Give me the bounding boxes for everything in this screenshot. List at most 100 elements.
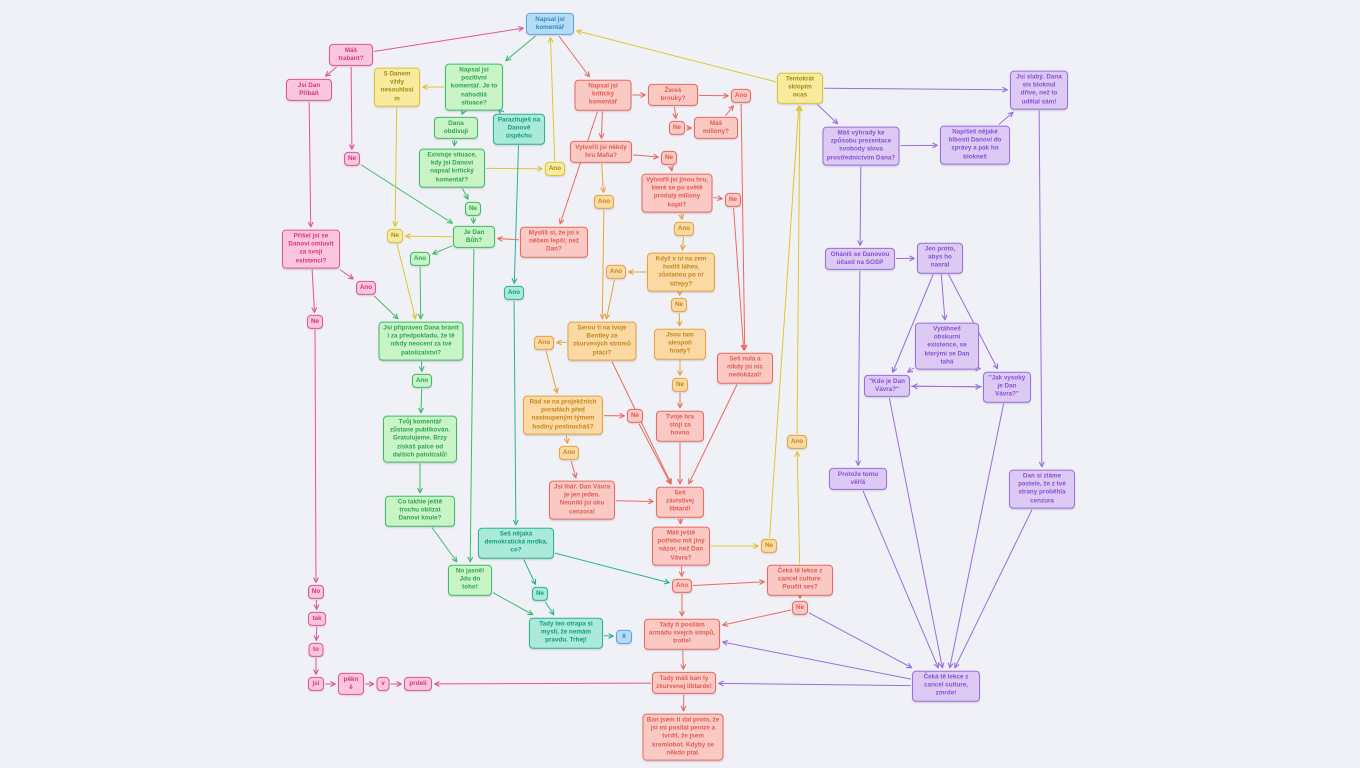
flow-node-ne-o1[interactable]: Ne <box>671 297 687 313</box>
flow-node-buh[interactable]: Je Dan Bůh? <box>453 225 495 249</box>
flow-node-ano-t[interactable]: Ano <box>504 285 524 301</box>
flow-node-ano-o4[interactable]: Ano <box>534 335 554 351</box>
flow-node-ne-o3[interactable]: Ne <box>761 538 777 554</box>
flow-node-ano-o5[interactable]: Ano <box>559 445 579 461</box>
flow-node-ne-r1[interactable]: Ne <box>669 120 685 136</box>
flow-node-slaby[interactable]: Jsi slabý. Dana sis bloknul dříve, než t… <box>1010 70 1068 110</box>
flow-node-nasral[interactable]: Jen proto, abys ho nasral <box>917 242 963 274</box>
flow-node-branit[interactable]: Jsi připraven Dana bránit i za předpokla… <box>378 321 464 361</box>
flow-edge-ne-r4-libtard <box>638 423 672 485</box>
flow-node-lepsi[interactable]: Myslíš si, že jsi v něčem lepší, než Dan… <box>520 226 588 258</box>
flow-node-hovno[interactable]: Tvoje hra stojí za hovno <box>656 410 704 442</box>
flow-node-ano-r1[interactable]: Ano <box>731 88 751 104</box>
flow-node-nula[interactable]: Seš nula a nikdy jsi nic nedokázal! <box>717 352 773 384</box>
flow-node-jiny-nazor[interactable]: Máš ještě potřebu mít jiný názor, než Da… <box>652 526 710 566</box>
flow-node-poucit[interactable]: Čeká tě lekce z cancel culture. Poučit s… <box>767 564 833 596</box>
flow-edge-sosp-veris <box>855 270 862 466</box>
flow-node-ne-o2[interactable]: Ne <box>672 377 688 393</box>
flow-node-mrdka[interactable]: Seš nějaká demokratická mrdka, co? <box>478 527 554 559</box>
flow-node-sosp[interactable]: Oháníš se Danovou účastí na SOSP <box>825 247 895 271</box>
flow-node-lahev[interactable]: Když v ní na zem hodíš láhev, zůstanou p… <box>647 252 715 292</box>
flow-node-trabant[interactable]: Máš trabant? <box>329 43 373 67</box>
flow-node-tak[interactable]: tak <box>308 611 326 627</box>
flow-node-ne-g[interactable]: Ne <box>465 201 481 217</box>
flow-edge-trabant-priban <box>324 66 337 77</box>
flow-node-sdanem[interactable]: S Danem vždy nesouhlasím <box>374 67 420 107</box>
flow-node-ne-r2[interactable]: Ne <box>661 150 677 166</box>
flow-edge-porady-ano-o5 <box>563 435 570 444</box>
flow-node-omluvit[interactable]: Přišel jsi se Danovi omluvit za svoji ex… <box>282 229 340 269</box>
flow-edge-parazit-ano-t <box>511 145 519 284</box>
flow-edge-nasral-obskurni <box>940 274 948 321</box>
flow-node-ano-o6[interactable]: Ano <box>787 434 807 450</box>
flow-node-ano1[interactable]: Ano <box>356 280 376 296</box>
flow-node-no[interactable]: No <box>308 584 324 600</box>
flow-edge-zmrde-ban <box>718 680 912 687</box>
flow-edge-simpove-ban <box>680 650 687 670</box>
flow-node-ano-g1[interactable]: Ano <box>410 251 430 267</box>
flow-node-vyhrady[interactable]: Máš výhrady ke způsobu prezentace svobod… <box>822 126 900 166</box>
flow-node-tentokrat[interactable]: Tentokrát sklopím ocas <box>777 72 823 104</box>
flow-edge-kdo-vavra-zmrde <box>888 397 945 669</box>
flow-node-ban[interactable]: Tady máš ban ty zkurvenej libtarde! <box>652 671 716 695</box>
flow-node-ano-y[interactable]: Ano <box>545 161 565 177</box>
flow-node-napsal[interactable]: Napsal jsi komentář <box>526 12 574 36</box>
flow-node-libtard[interactable]: Seš závistivej libtard! <box>656 486 704 518</box>
flow-node-to[interactable]: to <box>308 642 324 658</box>
flow-node-pastele[interactable]: Dan si zláme pastele, že z tvé strany pr… <box>1009 469 1075 509</box>
flow-edge-omluvit-ano1 <box>339 269 354 280</box>
flow-node-jasne[interactable]: No jasně! Jdu do toho! <box>448 564 492 596</box>
flow-node-brouky[interactable]: Žereš brouky? <box>648 83 698 107</box>
flow-edge-buh-ne-y <box>405 233 453 240</box>
flow-node-obdivuji[interactable]: Dana obdivuji <box>434 116 478 140</box>
flow-node-v[interactable]: v <box>376 676 390 692</box>
flow-node-x[interactable]: X <box>616 629 632 645</box>
flow-node-kriticky[interactable]: Napsal jsi kritický komentář <box>574 79 632 111</box>
flow-node-ano-g2[interactable]: Ano <box>412 373 432 389</box>
flow-edge-existuje-ne-g <box>462 188 469 200</box>
flow-node-ne-t[interactable]: Ne <box>532 586 548 602</box>
flow-node-miliony[interactable]: Máš miliony? <box>694 116 738 140</box>
flow-node-ano-r2[interactable]: Ano <box>672 578 692 594</box>
flow-node-priban[interactable]: Jsi Dan Přibáň <box>286 78 332 102</box>
flow-node-ano-o3[interactable]: Ano <box>606 264 626 280</box>
flow-node-ne-r4[interactable]: Ne <box>627 408 643 424</box>
flow-node-prdeli[interactable]: prdeli <box>404 676 432 692</box>
flow-node-otrapa[interactable]: Tady ten otrapa si myslí, že nemám pravd… <box>529 617 603 649</box>
flow-node-existuje[interactable]: Existuje situace, kdy jsi Danovi napsal … <box>419 148 485 188</box>
flow-node-hrady[interactable]: Jsou tam alespoň hrady? <box>654 328 706 360</box>
flow-node-pozitivni[interactable]: Napsal jsi pozitivní komentář. Je to nah… <box>445 63 503 111</box>
flow-node-lhar[interactable]: Jsi lhář. Dan Vávra je jen jeden. Neunik… <box>549 480 615 520</box>
flow-edge-omluvit-ne2 <box>311 269 318 313</box>
flow-node-mafia[interactable]: Vytvořil jsi někdy hru Mafia? <box>570 140 632 164</box>
flow-node-bentley[interactable]: Serou ti na tvoje Bentley ze zkurvených … <box>567 321 637 361</box>
flow-edge-mafia-ano-o1 <box>600 163 607 193</box>
flow-node-ano-o1[interactable]: Ano <box>594 194 614 210</box>
flow-node-simpove[interactable]: Tady ti posílám armádu svejch simpů, tro… <box>644 618 720 650</box>
flow-edge-jinou-hru-ne-r3 <box>713 195 723 202</box>
flow-node-jinou-hru[interactable]: Vytvořil jsi jinou hru, které se po svět… <box>641 173 713 213</box>
flow-node-ne-r3[interactable]: Ne <box>725 192 741 208</box>
flow-node-veris[interactable]: Protože tomu věříš <box>829 467 887 491</box>
flow-node-ne2[interactable]: Ne <box>307 314 323 330</box>
flow-node-ne-r5[interactable]: Ne <box>792 600 808 616</box>
flow-node-ne1[interactable]: Ne <box>344 151 360 167</box>
flow-node-obskurni[interactable]: Vytáhneš obskurní existence, se kterými … <box>915 322 979 370</box>
flow-edge-priban-omluvit <box>307 101 314 228</box>
flow-node-jsi[interactable]: jsi <box>308 676 324 692</box>
flow-edge-jasne-otrapa <box>492 592 534 616</box>
flow-node-ne-y[interactable]: Ne <box>387 228 403 244</box>
flow-node-porady[interactable]: Rád se na projekčních poradách před nast… <box>523 395 603 435</box>
flow-node-zmrde[interactable]: Čeká tě lekce z cancel culture, zmrde! <box>912 670 980 702</box>
flow-node-kdo-vavra[interactable]: "Kdo je Dan Vávra?" <box>864 374 910 398</box>
flow-node-parazit[interactable]: Parazituješ na Danově úspěchu <box>493 113 545 145</box>
flow-node-jak-vysoky[interactable]: "Jak vysoký je Dan Vávra?" <box>983 371 1031 403</box>
flow-node-blbosti[interactable]: Napíšeš nějaké blbosti Danovi do zprávy … <box>940 125 1010 165</box>
flow-node-gratulujeme[interactable]: Tvůj komentář zůstane publikován. Gratul… <box>383 415 457 463</box>
flow-edge-poucit-ano-o6 <box>794 451 801 564</box>
flow-node-koule[interactable]: Co takhle ještě trochu oblízat Danovi ko… <box>385 495 455 527</box>
flow-node-pekne[interactable]: pěkně <box>338 672 364 696</box>
flow-node-kremlobot[interactable]: Ban jsem ti dal proto, že jsi mi posílal… <box>642 713 724 761</box>
flow-node-ano-o2[interactable]: Ano <box>674 221 694 237</box>
